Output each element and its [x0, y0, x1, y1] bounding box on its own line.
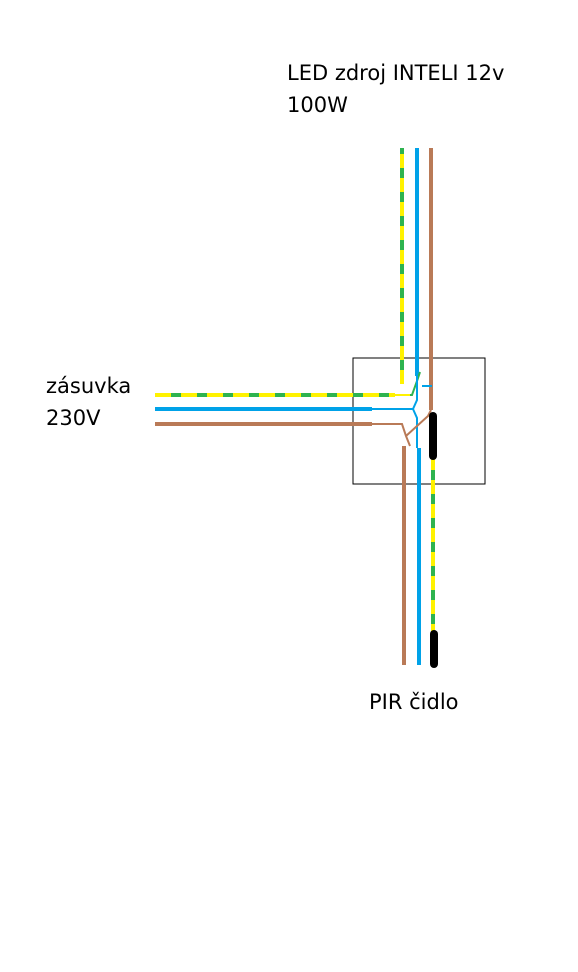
neutral-to-pir-join: [412, 408, 418, 448]
pir-sensor-label: PIR čidlo: [369, 690, 459, 714]
socket-label-line-1: zásuvka: [46, 374, 132, 398]
led-supply-label-line-2: 100W: [287, 93, 348, 117]
socket-label: zásuvka 230V: [46, 370, 131, 434]
led-supply-label: LED zdroj INTELI 12v 100W: [287, 57, 504, 121]
neutral-join: [372, 376, 418, 410]
socket-label-line-2: 230V: [46, 406, 101, 430]
live-join: [372, 423, 411, 447]
live-to-led-join: [405, 409, 432, 437]
led-supply-label-line-1: LED zdroj INTELI 12v: [287, 61, 505, 85]
